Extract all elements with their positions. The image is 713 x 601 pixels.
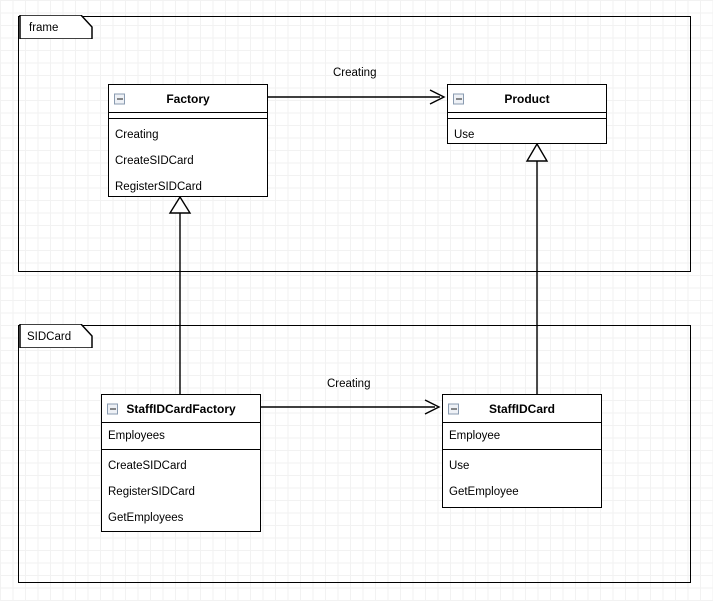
class-member: GetEmployees [108,512,184,524]
frame-top-label-shape [19,15,94,40]
class-name-staffidcardfactory: StaffIDCardFactory [126,401,236,416]
class-member: CreateSIDCard [108,460,187,472]
class-member: Use [449,460,470,472]
class-separator [443,422,601,423]
class-attributes-staffidcard: Employee [443,423,601,449]
frame-bottom-label: SIDCard [27,331,72,343]
class-box-factory[interactable]: Factory Creating CreateSIDCard RegisterS… [108,84,268,197]
class-methods-factory: Creating CreateSIDCard RegisterSIDCard [109,119,267,202]
class-box-staffidcard[interactable]: StaffIDCard Employee Use GetEmployee [442,394,602,508]
class-header-staffidcard: StaffIDCard [443,395,601,422]
class-member: RegisterSIDCard [108,486,195,498]
class-separator [109,112,267,113]
class-member: Employee [449,430,501,442]
class-box-product[interactable]: Product Use [447,84,607,144]
class-name-staffidcard: StaffIDCard [488,401,555,416]
class-separator [102,449,260,450]
class-separator [102,422,260,423]
frame-top[interactable]: frame [18,15,691,272]
class-separator [448,112,606,113]
frame-bottom[interactable]: SIDCard [18,324,691,583]
class-member: Use [454,129,475,141]
class-member: Employees [108,430,165,442]
class-separator [109,118,267,119]
minus-icon[interactable] [453,93,464,104]
class-separator [443,449,601,450]
frame-top-label: frame [29,22,59,34]
class-member: GetEmployee [449,486,519,498]
class-header-factory: Factory [109,85,267,112]
class-name-factory: Factory [166,91,210,106]
class-methods-product: Use [448,119,606,150]
frame-bottom-label-shape [19,324,94,349]
class-member: CreateSIDCard [115,155,194,167]
edge-label-staffidcardfactory-staffidcard: Creating [327,378,371,390]
class-header-staffidcardfactory: StaffIDCardFactory [102,395,260,422]
class-header-product: Product [448,85,606,112]
class-name-product: Product [504,91,550,106]
edge-label-factory-product: Creating [333,67,377,79]
class-member: RegisterSIDCard [115,181,202,193]
class-separator [448,118,606,119]
class-member: Creating [115,129,159,141]
minus-icon[interactable] [107,403,118,414]
class-attributes-staffidcardfactory: Employees [102,423,260,449]
minus-icon[interactable] [448,403,459,414]
minus-icon[interactable] [114,93,125,104]
class-box-staffidcardfactory[interactable]: StaffIDCardFactory Employees CreateSIDCa… [101,394,261,532]
class-methods-staffidcardfactory: CreateSIDCard RegisterSIDCard GetEmploye… [102,450,260,533]
class-methods-staffidcard: Use GetEmployee [443,450,601,507]
